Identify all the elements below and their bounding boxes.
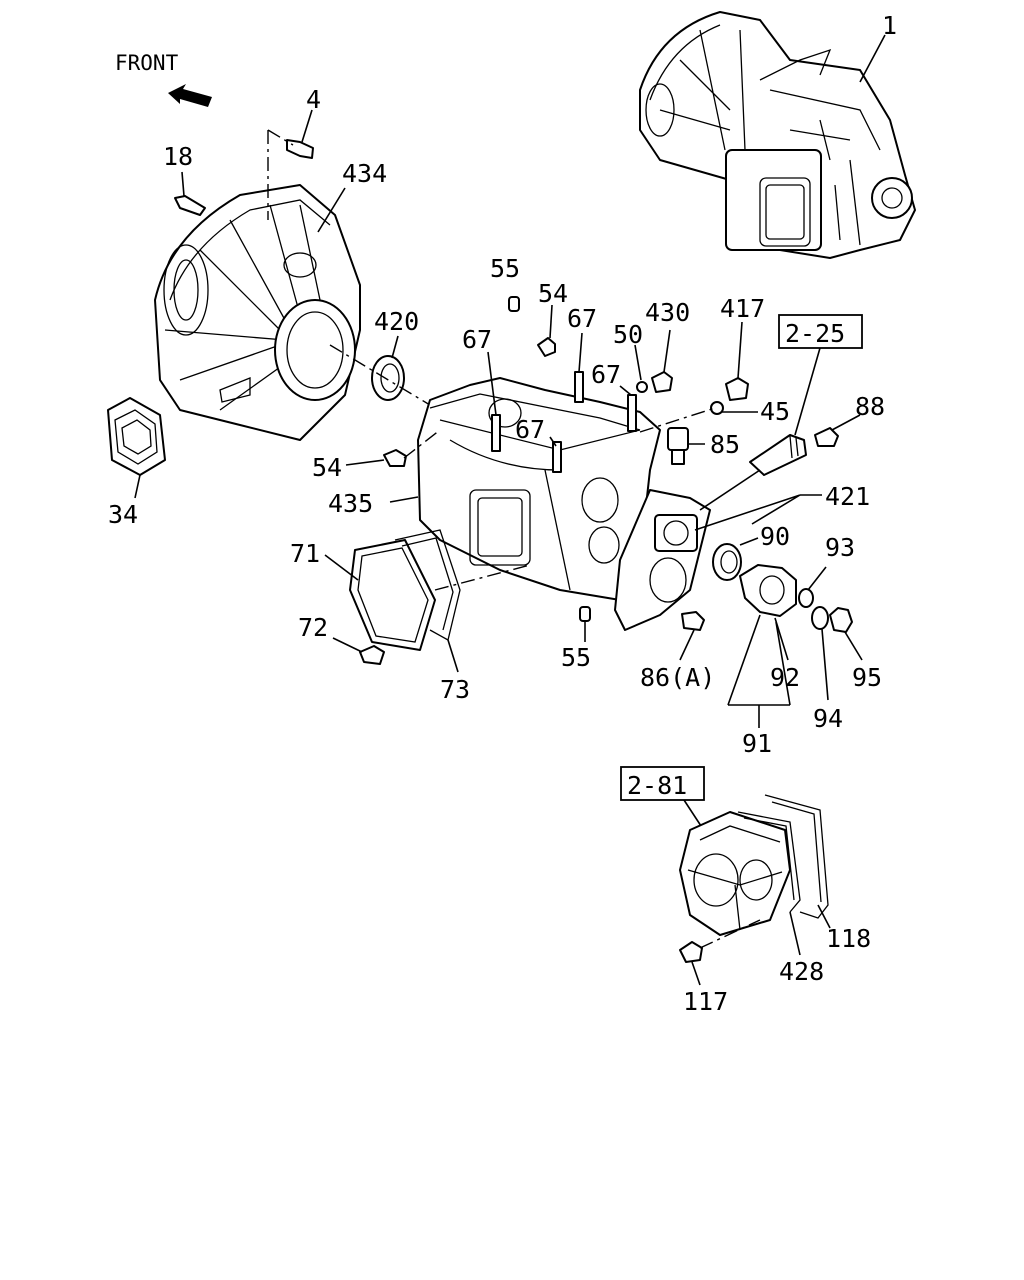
label-90: 90	[760, 522, 790, 551]
transmission-assembly	[639, 11, 916, 259]
pin-55b	[579, 606, 591, 622]
label-18: 18	[163, 142, 193, 171]
label-55a: 55	[490, 254, 520, 283]
leader-1	[859, 34, 886, 83]
nut-95	[829, 607, 853, 633]
label-434: 434	[342, 159, 387, 188]
washer-94	[811, 606, 829, 630]
gasket-118	[764, 794, 829, 919]
bolt-4	[286, 139, 314, 159]
bolt-54a	[537, 337, 556, 357]
pto-unit	[679, 811, 791, 936]
label-73: 73	[440, 675, 470, 704]
label-34: 34	[108, 500, 138, 529]
label-88: 88	[855, 392, 885, 421]
bolt-72	[359, 645, 385, 665]
pin-55a	[508, 296, 520, 312]
label-1: 1	[882, 11, 897, 40]
washer-45	[710, 401, 724, 415]
gasket-73	[394, 529, 461, 641]
label-54b: 54	[312, 453, 342, 482]
label-118: 118	[826, 924, 871, 953]
bolt-86a	[681, 611, 705, 631]
ref-2-81: 2-81	[627, 771, 687, 800]
label-71: 71	[290, 539, 320, 568]
label-92: 92	[770, 663, 800, 692]
label-86a: 86(A)	[640, 663, 715, 692]
cover-71	[349, 539, 436, 651]
bolt-54b	[383, 449, 407, 467]
label-67d: 67	[515, 415, 545, 444]
leader-434	[317, 187, 346, 233]
front-arrow-icon	[168, 84, 212, 107]
label-117: 117	[683, 987, 728, 1016]
clutch-housing	[154, 184, 361, 441]
ref-2-25: 2-25	[785, 319, 845, 348]
label-428: 428	[779, 957, 824, 986]
oring-93	[798, 588, 814, 608]
flange-91	[739, 564, 797, 617]
bolt-88	[814, 427, 839, 447]
label-93: 93	[825, 533, 855, 562]
speed-sensor	[749, 434, 807, 476]
label-67a: 67	[567, 304, 597, 333]
label-67c: 67	[591, 360, 621, 389]
front-label: FRONT	[115, 51, 179, 75]
ref-box-2-81[interactable]	[620, 766, 705, 801]
switch-85	[667, 427, 689, 451]
washer-50	[636, 381, 648, 393]
label-421: 421	[825, 482, 870, 511]
label-94: 94	[813, 704, 843, 733]
label-4: 4	[306, 85, 321, 114]
bolt-117	[679, 941, 703, 963]
label-91: 91	[742, 729, 772, 758]
stud-18	[174, 195, 206, 216]
plug-417	[725, 377, 749, 401]
label-55b: 55	[561, 643, 591, 672]
label-85: 85	[710, 430, 740, 459]
ref-box-2-25[interactable]	[778, 314, 863, 349]
label-417: 417	[720, 294, 765, 323]
label-72: 72	[298, 613, 328, 642]
label-50: 50	[613, 320, 643, 349]
label-430: 430	[645, 298, 690, 327]
label-95: 95	[852, 663, 882, 692]
rear-cover	[614, 489, 711, 631]
boot-34	[107, 397, 166, 476]
gasket-428	[737, 811, 801, 913]
seal-420	[371, 355, 405, 401]
plug-430	[651, 371, 673, 393]
label-435: 435	[328, 489, 373, 518]
label-54a: 54	[538, 279, 568, 308]
label-420: 420	[374, 307, 419, 336]
label-67b: 67	[462, 325, 492, 354]
label-45: 45	[760, 397, 790, 426]
